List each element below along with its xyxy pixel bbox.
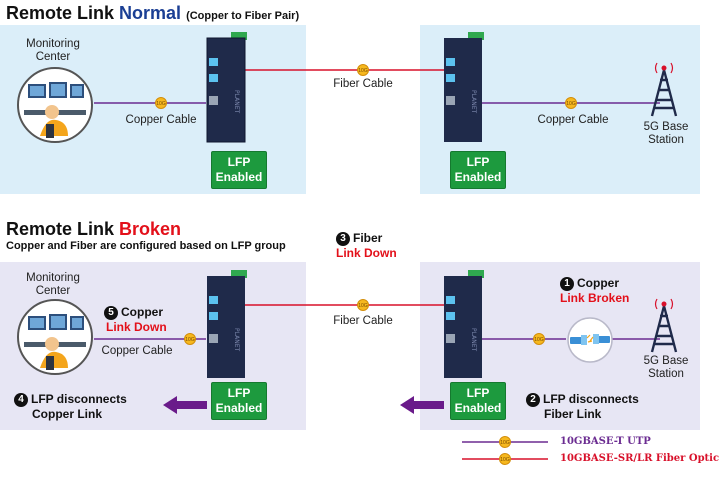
broken-title-highlight: Broken	[119, 219, 182, 239]
cell-tower-icon	[650, 62, 678, 117]
normal-lfp-right: LFP Enabled	[450, 151, 506, 189]
monitoring-center-icon	[17, 67, 93, 143]
legend-fiber-badge: 10G	[499, 453, 511, 465]
svg-text:PLANET: PLANET	[470, 90, 477, 113]
step4-line2: Copper Link	[32, 407, 103, 421]
normal-title-highlight: Normal	[119, 3, 182, 23]
broken-copper-right-badge: 10G	[533, 333, 545, 345]
normal-title: Remote Link Normal (Copper to Fiber Pair…	[6, 3, 299, 24]
step2-number: 2	[526, 393, 540, 407]
broken-title: Remote Link Broken	[6, 219, 181, 240]
broken-left-switch-icon: PLANET	[207, 270, 247, 378]
normal-left-switch-icon: PLANET	[206, 32, 247, 143]
normal-copper-left-badge: 10G	[155, 97, 167, 109]
broken-copper-left-label: Copper Cable	[101, 345, 173, 357]
broken-right-switch-icon: PLANET	[444, 270, 484, 378]
broken-title-prefix: Remote Link	[6, 219, 120, 239]
broken-links	[94, 304, 660, 340]
monitoring-center-icon	[17, 299, 93, 375]
legend-copper-badge: 10G	[499, 436, 511, 448]
normal-fiber-badge: 10G	[357, 64, 369, 76]
broken-lfp-right: LFP Enabled	[450, 382, 506, 420]
svg-text:PLANET: PLANET	[233, 328, 240, 351]
normal-links	[94, 69, 660, 104]
legend-fiber-label: 10GBASE-SR/LR Fiber Optic	[560, 453, 719, 464]
broken-monitoring-label: Monitoring Center	[26, 272, 80, 297]
normal-right-switch-icon: PLANET	[444, 32, 484, 142]
broken-base-station-label: 5G Base Station	[643, 355, 689, 380]
arrow-left-icon	[163, 396, 207, 414]
cell-tower-icon	[650, 298, 678, 353]
step3-number: 3	[336, 232, 350, 246]
broken-fiber-label: Fiber Cable	[333, 315, 393, 327]
legend-copper-label: 10GBASE-T UTP	[560, 436, 651, 447]
step1-line2: Link Broken	[560, 291, 630, 305]
normal-copper-right-label: Copper Cable	[537, 114, 609, 126]
normal-lfp-left: LFP Enabled	[211, 151, 267, 189]
broken-lfp-left: LFP Enabled	[211, 382, 267, 420]
arrow-left-icon	[400, 396, 444, 414]
svg-text:PLANET: PLANET	[233, 90, 240, 113]
normal-monitoring-label: Monitoring Center	[26, 38, 80, 63]
broken-cable-icon	[567, 317, 613, 363]
broken-subtitle: Copper and Fiber are configured based on…	[6, 240, 286, 252]
step1-number: 1	[560, 277, 574, 291]
step5-line1: Copper	[121, 305, 163, 319]
svg-text:PLANET: PLANET	[470, 328, 477, 351]
normal-copper-left-label: Copper Cable	[125, 114, 197, 126]
broken-copper-left-badge: 10G	[184, 333, 196, 345]
step3-line1: Fiber	[353, 231, 383, 245]
step4-line1: LFP disconnects	[31, 392, 127, 406]
step3-line2: Link Down	[336, 246, 397, 260]
normal-copper-right-badge: 10G	[565, 97, 577, 109]
normal-title-note: (Copper to Fiber Pair)	[186, 10, 300, 22]
broken-fiber-badge: 10G	[357, 299, 369, 311]
normal-title-prefix: Remote Link	[6, 3, 120, 23]
step2-line1: LFP disconnects	[543, 392, 639, 406]
step5-number: 5	[104, 306, 118, 320]
step2-line2: Fiber Link	[544, 407, 602, 421]
step5-line2: Link Down	[106, 320, 167, 334]
step4-number: 4	[14, 393, 28, 407]
step1-line1: Copper	[577, 276, 619, 290]
normal-base-station-label: 5G Base Station	[643, 121, 689, 146]
normal-fiber-label: Fiber Cable	[333, 78, 393, 90]
